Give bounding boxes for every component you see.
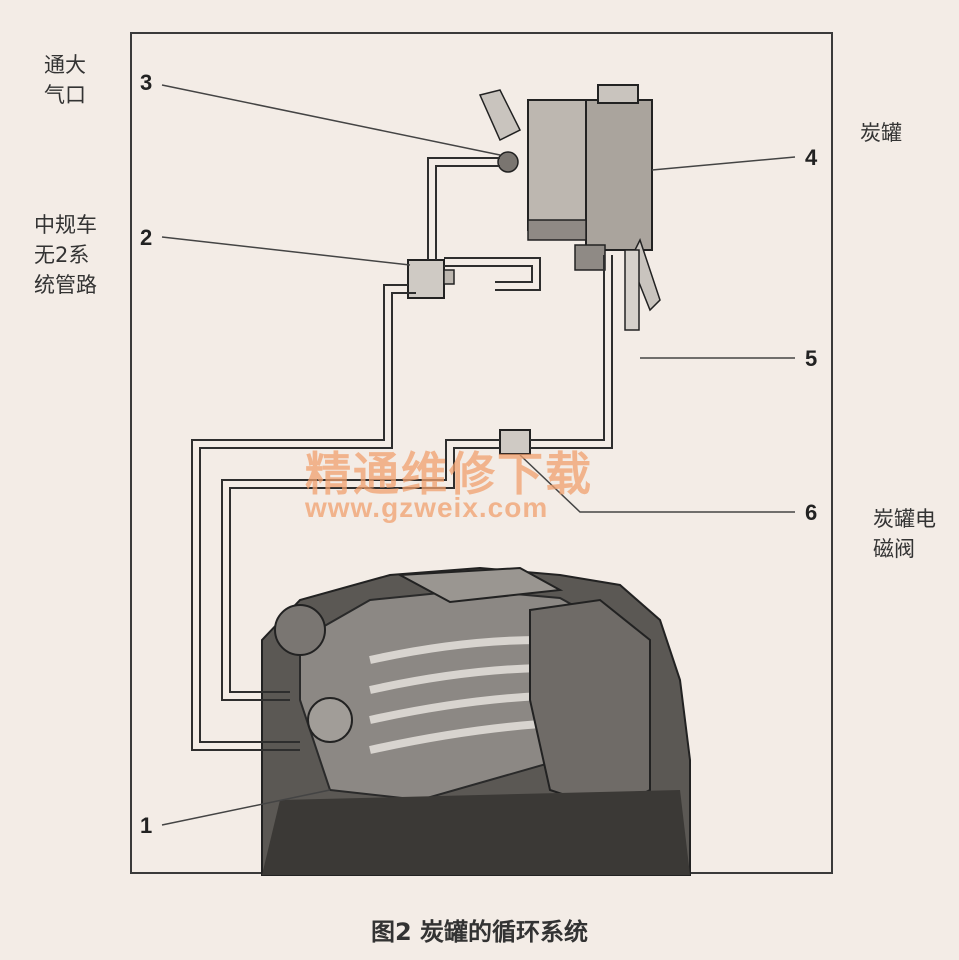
leader-lines — [161, 84, 796, 826]
callout-3: 3 — [140, 70, 153, 95]
solenoid-valve-6 — [499, 429, 531, 455]
vent-label: 通大 气口 — [44, 53, 86, 107]
callout-6: 6 — [805, 500, 818, 525]
callout-2: 2 — [140, 225, 153, 250]
canister-valve-label: 炭罐电 磁阀 — [873, 507, 936, 561]
valve-2 — [407, 259, 455, 299]
figure-caption: 图2 炭罐的循环系统 — [370, 918, 589, 946]
callout-1: 1 — [140, 813, 153, 838]
callout-5: 5 — [805, 346, 818, 371]
pipelines — [191, 157, 613, 751]
engine — [261, 566, 691, 876]
canister-label: 炭罐 — [860, 121, 902, 145]
carbon-canister — [478, 84, 661, 331]
watermark-text: 精通维修下载 — [305, 447, 593, 501]
no-system-label: 中规车 无2系 统管路 — [34, 213, 97, 297]
watermark-url: www.gzweix.com — [305, 492, 549, 523]
callout-4: 4 — [805, 145, 818, 170]
